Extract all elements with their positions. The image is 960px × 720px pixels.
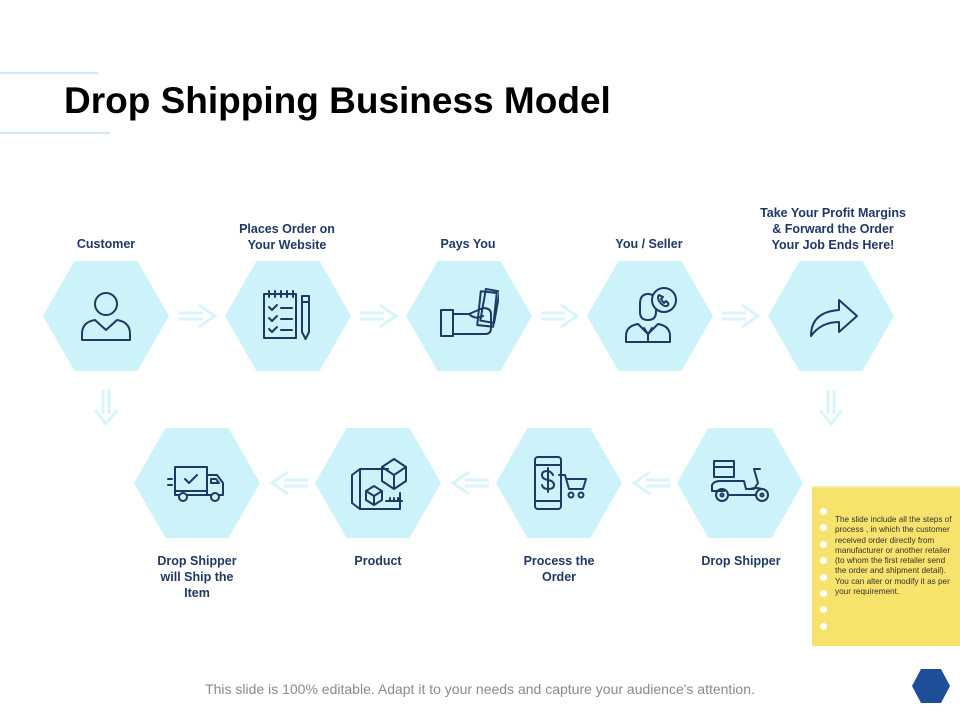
- arrow-left-2: [450, 470, 489, 496]
- note-bullets: [820, 508, 830, 639]
- hand-money-icon: [440, 288, 499, 337]
- hex-customer: [43, 261, 169, 371]
- person-phone-icon: [625, 287, 677, 343]
- step-label-places-order: Places Order on Your Website: [239, 222, 335, 252]
- hex-profit: [768, 261, 894, 371]
- arrow-down-right: [818, 390, 844, 427]
- step-label-seller: You / Seller: [615, 237, 683, 251]
- slide-title: Drop Shipping Business Model: [64, 80, 611, 121]
- hex-drop-shipper: [677, 428, 803, 538]
- corner-hexagon-icon: [912, 669, 950, 703]
- mobile-shopping-icon: [534, 456, 587, 510]
- step-label-ship-item: Drop Shipper will Ship the Item: [157, 554, 237, 600]
- step-label-profit: Take Your Profit Margins & Forward the O…: [760, 206, 906, 252]
- arrow-right-4: [722, 303, 761, 329]
- decor-line-bottom: [0, 132, 110, 134]
- arrow-right-2: [360, 303, 399, 329]
- decor-line-top: [0, 72, 98, 74]
- arrow-right-3: [541, 303, 580, 329]
- step-label-customer: Customer: [76, 237, 136, 251]
- hex-drop-shipper-ship: [134, 428, 260, 538]
- sticky-note: [812, 488, 960, 646]
- delivery-scooter-icon: [711, 460, 769, 502]
- arrow-right-1: [179, 303, 218, 329]
- footer-text: This slide is 100% editable. Adapt it to…: [205, 681, 755, 697]
- hex-seller: [587, 261, 713, 371]
- hex-pays-you: [406, 261, 532, 371]
- arrow-down-left: [93, 390, 119, 427]
- user-icon: [81, 292, 131, 341]
- hex-product: [315, 428, 441, 538]
- hex-process-order: [496, 428, 622, 538]
- note-text: The slide include all the steps of proce…: [835, 515, 952, 597]
- package-blueprint-icon: [351, 458, 407, 510]
- delivery-truck-icon: [167, 466, 224, 502]
- arrow-left-3: [631, 470, 670, 496]
- step-label-product: Product: [354, 554, 402, 568]
- step-label-drop-shipper: Drop Shipper: [701, 554, 781, 568]
- step-label-process-order: Process the Order: [523, 554, 595, 584]
- hex-places-order: [225, 261, 351, 371]
- step-label-pays-you: Pays You: [440, 237, 496, 251]
- arrow-left-1: [269, 470, 308, 496]
- checklist-pencil-icon: [263, 290, 310, 340]
- forward-arrow-icon: [810, 299, 858, 337]
